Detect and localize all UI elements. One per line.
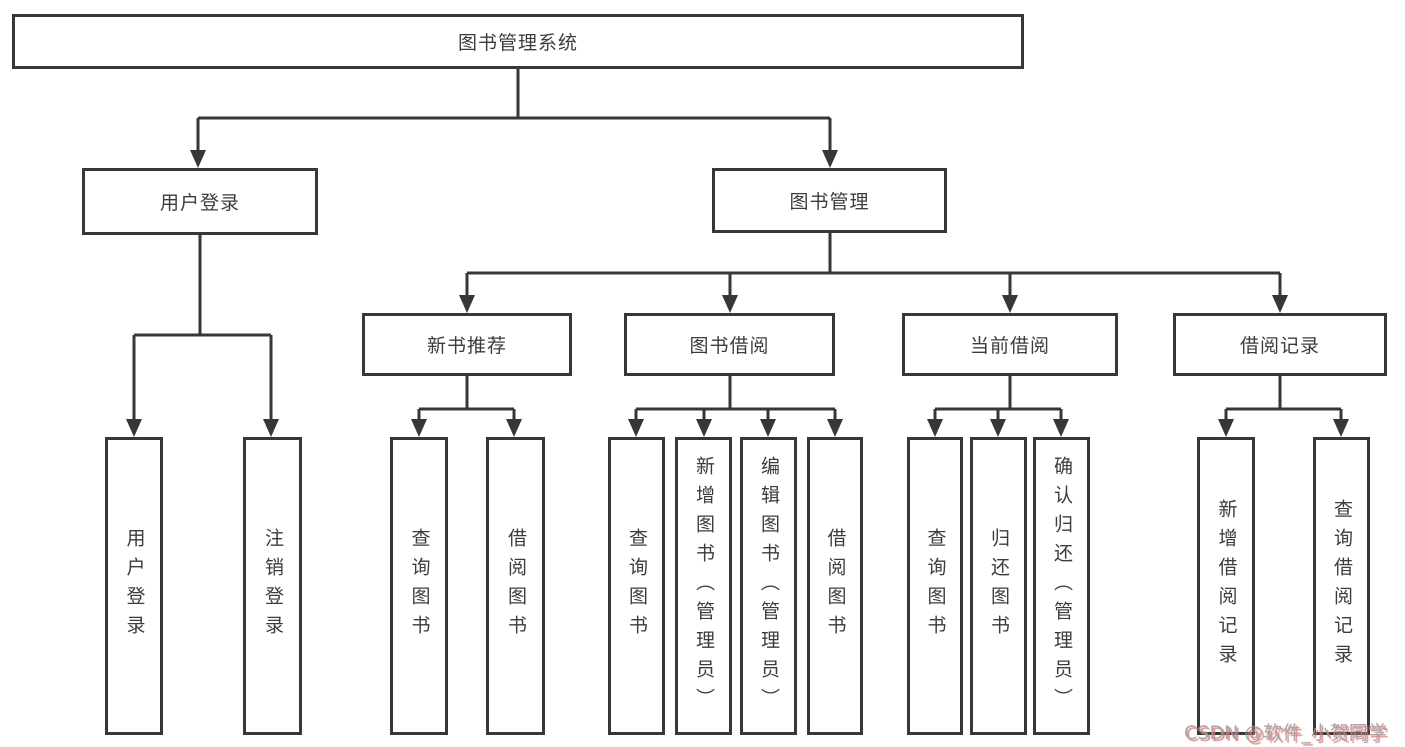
leaf-edit-books-admin: 编辑图书（管理员） bbox=[740, 437, 797, 735]
node-label: 借阅图书 bbox=[505, 528, 527, 644]
node-label: 新书推荐 bbox=[426, 335, 507, 357]
leaf-add-books-admin: 新增图书（管理员） bbox=[675, 437, 732, 735]
leaf-return-books: 归还图书 bbox=[970, 437, 1027, 735]
node-label: 编辑图书（管理员） bbox=[758, 455, 780, 717]
node-label: 当前借阅 bbox=[969, 335, 1050, 357]
node-label: 归还图书 bbox=[988, 528, 1010, 644]
leaf-confirm-return-admin: 确认归还（管理员） bbox=[1033, 437, 1090, 735]
node-label: 新增借阅记录 bbox=[1215, 499, 1238, 673]
node-label: 图书管理系统 bbox=[457, 32, 578, 54]
leaf-query-books: 查询图书 bbox=[907, 437, 963, 735]
leaf-borrow-books: 借阅图书 bbox=[807, 437, 863, 735]
leaf-add-borrow-record: 新增借阅记录 bbox=[1197, 437, 1255, 735]
leaf-query-borrow-record: 查询借阅记录 bbox=[1313, 437, 1370, 735]
node-label: 用户登录 bbox=[159, 192, 240, 214]
node-label: 查询图书 bbox=[924, 528, 947, 644]
node-label: 图书管理 bbox=[789, 191, 870, 213]
leaf-query-books: 查询图书 bbox=[390, 437, 448, 735]
node-new-book-recommendation: 新书推荐 bbox=[362, 313, 572, 376]
csdn-watermark: CSDN @软件_小贺同学 bbox=[1184, 722, 1387, 744]
node-label: 查询图书 bbox=[626, 528, 648, 644]
leaf-user-login: 用户登录 bbox=[105, 437, 163, 735]
node-label: 查询图书 bbox=[408, 528, 431, 644]
node-label: 借阅图书 bbox=[824, 528, 847, 644]
node-label: 注销登录 bbox=[262, 528, 284, 644]
node-label: 用户登录 bbox=[123, 528, 146, 644]
node-label: 确认归还（管理员） bbox=[1051, 455, 1073, 717]
node-label: 新增图书（管理员） bbox=[693, 455, 715, 717]
leaf-borrow-books: 借阅图书 bbox=[486, 437, 545, 735]
node-book-management: 图书管理 bbox=[712, 168, 947, 233]
node-book-borrowing: 图书借阅 bbox=[624, 313, 835, 376]
node-library-management-system: 图书管理系统 bbox=[12, 14, 1024, 69]
node-label: 图书借阅 bbox=[689, 335, 770, 357]
node-label: 借阅记录 bbox=[1239, 335, 1320, 357]
leaf-query-books: 查询图书 bbox=[608, 437, 665, 735]
node-borrowing-records: 借阅记录 bbox=[1173, 313, 1387, 376]
node-label: 查询借阅记录 bbox=[1331, 499, 1353, 673]
node-user-login: 用户登录 bbox=[82, 168, 318, 235]
node-current-borrowing: 当前借阅 bbox=[902, 313, 1118, 376]
leaf-logout: 注销登录 bbox=[243, 437, 302, 735]
